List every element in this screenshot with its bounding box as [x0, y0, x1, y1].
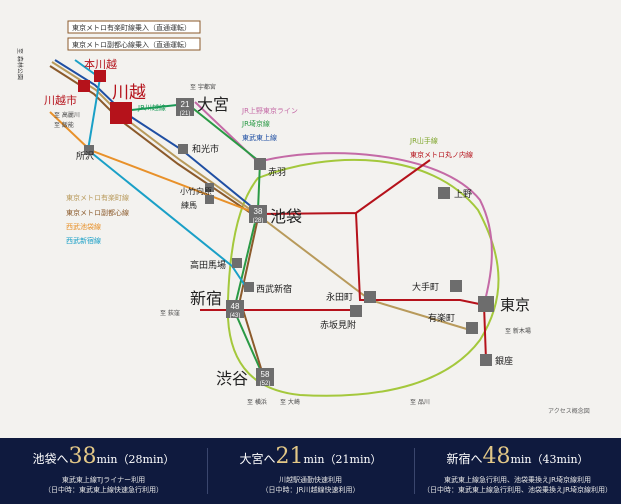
- route-map: 21 (21) 38 (28) 48 (43) 58 (52) 東京メトロ有楽町…: [16, 20, 590, 415]
- footer-unit: min: [510, 453, 532, 466]
- travel-time-footer: 池袋へ38min（28min） 東武東上線TJライナー利用 （日中時：東武東上線…: [0, 438, 621, 504]
- station-wakoshi: [178, 144, 188, 154]
- footer-note2: （日中時：東武東上線快速急行利用）: [44, 486, 163, 494]
- label-tokorozawa: 所沢: [76, 150, 94, 162]
- label-yurakucho: 有楽町: [428, 312, 455, 324]
- badge-shibuya-alt: (52): [260, 381, 271, 387]
- badge-ikebukuro-alt: (28): [253, 218, 264, 224]
- label-kawagoeshi: 川越市: [44, 93, 77, 107]
- station-akabane: [254, 158, 266, 170]
- label-ginza: 銀座: [495, 355, 513, 367]
- dir-hanno: 至 飯能: [54, 121, 74, 129]
- station-nerima: [205, 195, 214, 204]
- station-omiya: [176, 98, 194, 116]
- dir-ogikubo: 至 荻窪: [160, 309, 180, 317]
- station-ueno: [438, 187, 450, 199]
- dir-utsunomiya: 至 宇都宮: [190, 83, 216, 91]
- badge-shibuya-min: 58: [261, 370, 270, 379]
- label-shinjuku: 新宿: [190, 289, 222, 308]
- station-nagatacho: [364, 291, 376, 303]
- label-seibu-shinjuku: 西武新宿線: [66, 236, 101, 245]
- label-akasakamitsuke: 赤坂見附: [320, 319, 356, 331]
- station-tokyo: [478, 296, 494, 312]
- badge-omiya-alt: (21): [180, 111, 191, 117]
- station-shibuya: [256, 368, 274, 386]
- label-otemachi: 大手町: [412, 281, 439, 293]
- label-tobu-tojo: 東武東上線: [242, 133, 277, 142]
- label-honkawagoe: 本川越: [84, 57, 117, 71]
- footer-note1: 川越駅通勤快速利用: [279, 476, 342, 484]
- footer-dest: 大宮へ: [239, 452, 276, 466]
- label-fukutoshin-line: 東京メトロ副都心線: [66, 208, 129, 217]
- label-ueno: 上野: [454, 189, 472, 200]
- station-tokorozawa: [84, 145, 94, 155]
- label-wakoshi: 和光市: [192, 143, 219, 155]
- footer-note1: 東武東上線TJライナー利用: [61, 476, 146, 484]
- footer-dest: 池袋へ: [32, 452, 69, 466]
- label-takadanobaba: 高田馬場: [190, 259, 226, 271]
- station-kawagoe: [110, 102, 132, 124]
- badge-ikebukuro-min: 38: [254, 207, 263, 216]
- footer-dest: 新宿へ: [446, 452, 483, 466]
- dir-shinagawa: 至 品川: [410, 399, 430, 406]
- footer-alt: （43min）: [531, 453, 589, 466]
- footer-minutes: 38: [68, 444, 97, 469]
- marunouchi-line: [200, 159, 487, 361]
- label-marunouchi: 東京メトロ丸ノ内線: [410, 150, 473, 159]
- label-nerima: 練馬: [181, 200, 197, 210]
- dir-shinrinkoen-1: 至 森林公園: [16, 48, 24, 80]
- footer-note2: （日中時：JR川越線快速利用）: [261, 486, 360, 494]
- label-yurakucho-line: 東京メトロ有楽町線: [66, 193, 129, 202]
- footer-minutes: 48: [482, 444, 511, 469]
- dir-komagawa: 至 高麗川: [54, 111, 80, 119]
- station-takadanobaba: [232, 258, 242, 268]
- label-jr-kawagoe: JR川越線: [137, 103, 166, 112]
- station-yurakucho: [466, 322, 478, 334]
- footer-note1: 東武東上線急行利用、池袋乗換えJR埼京線利用: [444, 476, 591, 484]
- footer-alt: （28min）: [117, 453, 175, 466]
- badge-omiya-min: 21: [181, 100, 190, 109]
- footer-unit: min: [303, 453, 325, 466]
- dir-yokohama: 至 横浜: [247, 398, 267, 406]
- label-fukutoshin-thru: 東京メトロ副都心線乗入（直通運転）: [72, 40, 191, 49]
- station-kawagoeshi: [78, 80, 90, 92]
- station-honkawagoe: [94, 70, 106, 82]
- label-kawagoe: 川越: [112, 83, 146, 103]
- label-nagatacho: 永田町: [326, 291, 353, 303]
- station-otemachi: [450, 280, 462, 292]
- station-akasakamitsuke: [350, 305, 362, 317]
- label-shibuya: 渋谷: [216, 369, 248, 388]
- label-yurakucho-thru: 東京メトロ有楽町線乗入（直通運転）: [72, 23, 191, 32]
- station-kotakemukaihara: [205, 183, 214, 192]
- ueno-tokyo-line: [194, 101, 493, 306]
- badge-shinjuku-alt: (43): [230, 313, 241, 319]
- yamanote-line: [226, 159, 500, 397]
- label-jr-yamanote: JR山手線: [409, 136, 438, 145]
- label-jr-ueno-tokyo: JR上野東京ライン: [241, 106, 298, 115]
- station-ginza: [480, 354, 492, 366]
- footer-minutes: 21: [275, 444, 304, 469]
- label-jr-saikyo: JR埼京線: [241, 119, 270, 128]
- station-seibushinjuku: [244, 282, 254, 292]
- footer-unit: min: [96, 453, 118, 466]
- label-seibushinjuku: 西武新宿: [256, 283, 292, 295]
- footer-omiya: 大宮へ21min（21min） 川越駅通勤快速利用 （日中時：JR川越線快速利用…: [207, 438, 414, 504]
- footer-ikebukuro: 池袋へ38min（28min） 東武東上線TJライナー利用 （日中時：東武東上線…: [0, 438, 207, 504]
- badge-shinjuku-min: 48: [231, 302, 240, 311]
- dir-shinkiba: 至 新木場: [505, 327, 531, 335]
- map-caption: アクセス概念図: [548, 407, 590, 415]
- label-ikebukuro: 池袋: [270, 207, 302, 226]
- label-kotakemukaihara: 小竹向原: [180, 186, 212, 196]
- label-seibu-ikebukuro: 西武池袋線: [66, 222, 101, 231]
- footer-alt: （21min）: [324, 453, 382, 466]
- label-omiya: 大宮: [197, 95, 229, 114]
- dir-omiya: 至 大崎: [280, 398, 300, 406]
- kawagoe-line: [121, 103, 187, 112]
- station-shinjuku: [226, 300, 244, 318]
- footer-shinjuku: 新宿へ48min（43min） 東武東上線急行利用、池袋乗換えJR埼京線利用 （…: [414, 438, 621, 504]
- label-akabane: 赤羽: [268, 167, 286, 178]
- label-tokyo: 東京: [500, 296, 530, 314]
- station-ikebukuro: [249, 205, 267, 223]
- footer-note2: （日中時：東武東上線急行利用、池袋乗換えJR埼京線利用）: [423, 486, 612, 494]
